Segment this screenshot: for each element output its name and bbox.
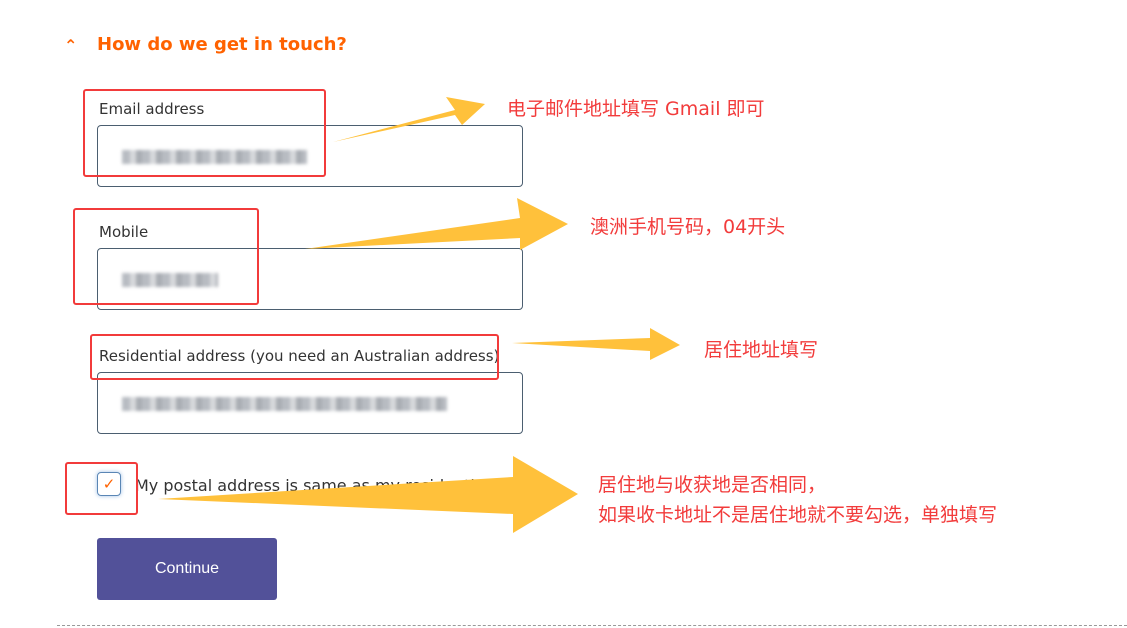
arrow-icon bbox=[512, 328, 680, 360]
arrow-icon bbox=[305, 198, 568, 250]
continue-button[interactable]: Continue bbox=[97, 538, 277, 600]
address-input[interactable] bbox=[97, 372, 523, 434]
highlight-box bbox=[83, 89, 326, 177]
arrow-icon bbox=[158, 456, 578, 533]
annotation-email: 电子邮件地址填写 Gmail 即可 bbox=[507, 98, 765, 120]
annotation-postal-1: 居住地与收获地是否相同， bbox=[598, 474, 827, 496]
divider bbox=[57, 625, 1127, 626]
chevron-up-icon[interactable]: ⌃ bbox=[64, 36, 78, 55]
email-label: Email address bbox=[99, 100, 205, 118]
mobile-input[interactable] bbox=[97, 248, 523, 310]
arrow-icon bbox=[333, 97, 485, 142]
annotation-mobile: 澳洲手机号码，04开头 bbox=[590, 216, 786, 238]
highlight-box bbox=[90, 334, 499, 380]
annotation-address: 居住地址填写 bbox=[704, 339, 819, 361]
postal-same-checkbox[interactable]: ✓ bbox=[97, 472, 121, 496]
highlight-box bbox=[65, 462, 138, 515]
section-title[interactable]: How do we get in touch? bbox=[97, 34, 347, 55]
address-label: Residential address (you need an Austral… bbox=[99, 347, 500, 365]
mobile-label: Mobile bbox=[99, 223, 149, 241]
highlight-box bbox=[73, 208, 259, 305]
annotation-postal-2: 如果收卡地址不是居住地就不要勾选，单独填写 bbox=[598, 504, 998, 526]
